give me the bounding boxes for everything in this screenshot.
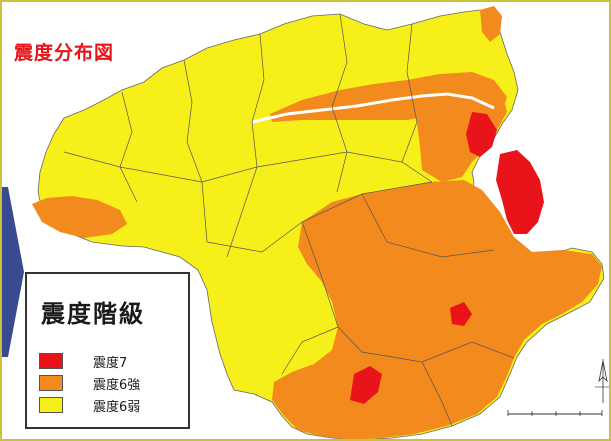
- region-intensity-7-east: [466, 112, 497, 157]
- scale-bar: [507, 410, 603, 416]
- region-intensity-7-mid: [450, 302, 472, 326]
- legend-title: 震度階級: [41, 300, 145, 328]
- legend: 震度階級 震度7 震度6強 震度6弱: [25, 272, 190, 429]
- legend-label: 震度7: [93, 355, 128, 371]
- legend-item-intensity-7: 震度7: [39, 352, 128, 371]
- river: [251, 92, 495, 124]
- region-intensity-7-south: [350, 366, 382, 404]
- legend-label: 震度6弱: [93, 399, 141, 415]
- legend-swatch-yellow: [39, 397, 63, 413]
- legend-item-intensity-6-strong: 震度6強: [39, 374, 141, 393]
- region-intensity-6-strong-west: [32, 196, 127, 238]
- left-arrow-tab[interactable]: [2, 187, 24, 357]
- legend-label: 震度6強: [93, 377, 141, 393]
- legend-item-intensity-6-weak: 震度6弱: [39, 396, 141, 415]
- region-intensity-6-strong-ne: [480, 6, 502, 42]
- north-arrow-icon: [595, 359, 609, 403]
- region-intensity-7-coast: [496, 150, 544, 234]
- map-title: 震度分布図: [14, 42, 115, 64]
- legend-swatch-orange: [39, 375, 63, 391]
- region-intensity-6-strong-east: [412, 74, 507, 182]
- municipal-boundaries: [63, 13, 515, 427]
- legend-swatch-red: [39, 353, 63, 369]
